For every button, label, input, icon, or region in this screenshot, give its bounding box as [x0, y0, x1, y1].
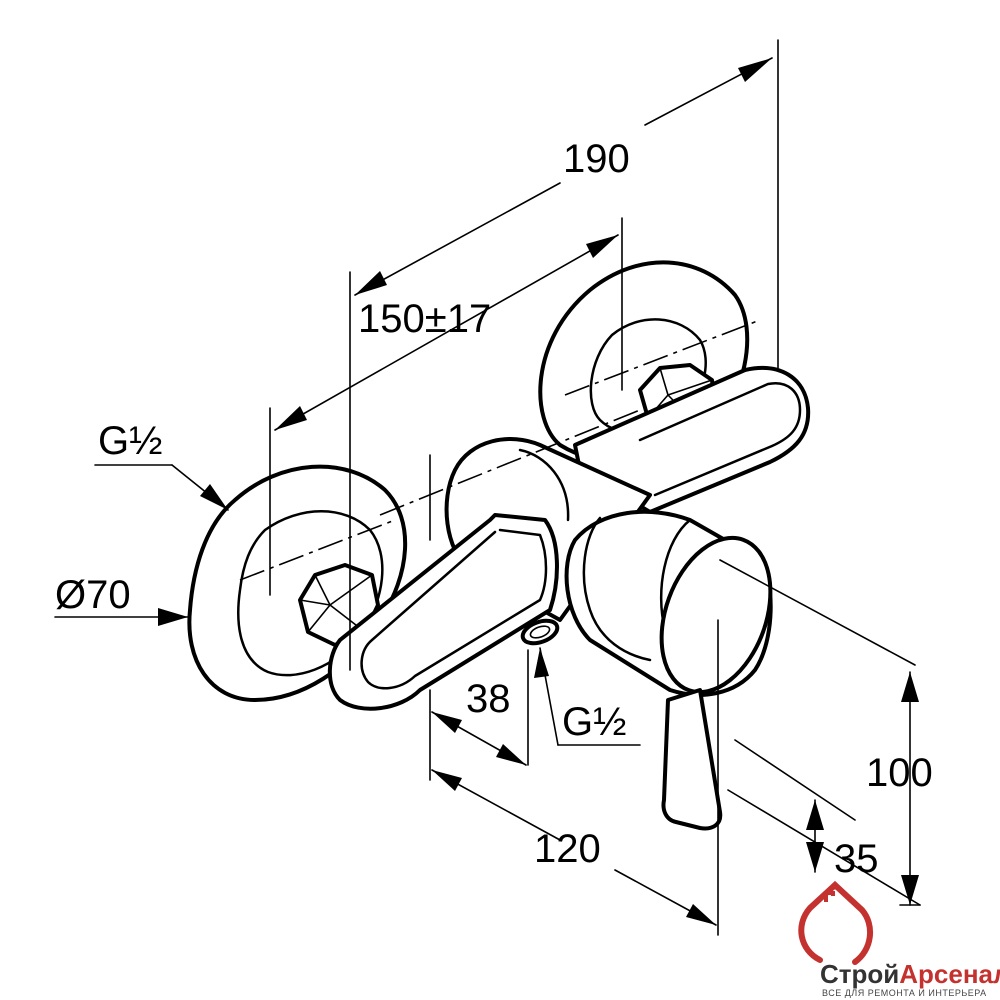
outlet-nozzle	[520, 618, 560, 646]
house-icon	[798, 880, 874, 965]
left-arm	[327, 513, 559, 711]
dim-g-inlet-label: G½	[98, 419, 162, 463]
dim-190-label: 190	[563, 137, 630, 181]
dim-100-label: 100	[866, 751, 933, 795]
logo-name-part2: Арсенал	[899, 959, 1000, 989]
dim-150-label: 150±17	[358, 297, 491, 341]
dimension-35: 35	[806, 799, 879, 881]
right-arm	[573, 366, 811, 514]
dimension-g-inlet: G½	[94, 419, 229, 511]
dimension-38: 38	[431, 677, 527, 766]
dimension-120: 120	[431, 769, 717, 926]
logo: СтройАрсенал ВСЕ ДЛЯ РЕМОНТА И ИНТЕРЬЕРА	[798, 880, 1000, 998]
logo-tagline: ВСЕ ДЛЯ РЕМОНТА И ИНТЕРЬЕРА	[822, 988, 987, 998]
dim-diameter-label: Ø70	[55, 573, 131, 617]
dim-35-label: 35	[834, 837, 879, 881]
dimension-g-outlet: G½	[534, 647, 641, 746]
dimension-100: 100	[866, 671, 933, 906]
extension-lines	[269, 39, 921, 936]
dimension-150: 150±17	[274, 234, 619, 431]
center-lines	[239, 319, 761, 581]
faucet-body	[187, 260, 811, 831]
dim-120-label: 120	[534, 827, 601, 871]
dimension-190: 190	[354, 57, 773, 296]
svg-text:СтройАрсенал: СтройАрсенал	[820, 959, 1000, 989]
dim-g-outlet-label: G½	[562, 700, 626, 744]
lever-handle	[661, 688, 723, 831]
dimension-diameter: Ø70	[54, 573, 189, 626]
logo-name-part1: Строй	[820, 959, 899, 989]
dim-38-label: 38	[466, 677, 511, 721]
cartridge-cylinder	[564, 509, 773, 697]
